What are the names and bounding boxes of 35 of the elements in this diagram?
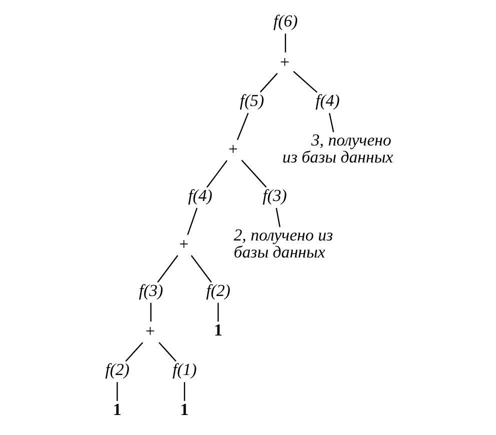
node-text: + bbox=[280, 52, 290, 72]
node-text: f(5) bbox=[239, 90, 264, 110]
node-text: + bbox=[228, 140, 238, 159]
connector bbox=[206, 160, 227, 188]
node-text: f(4) bbox=[314, 90, 340, 110]
connector bbox=[328, 112, 334, 132]
connector bbox=[124, 342, 143, 362]
connector bbox=[190, 255, 212, 283]
node-text: + bbox=[178, 234, 188, 254]
connector bbox=[284, 34, 286, 52]
node-text: f(4) bbox=[188, 186, 212, 205]
node-text: 1 bbox=[213, 320, 222, 340]
connector bbox=[236, 112, 248, 140]
node-text: + bbox=[144, 322, 154, 341]
node-text: f(3) bbox=[138, 280, 163, 300]
node-text: 1 bbox=[112, 400, 121, 419]
connector bbox=[292, 71, 317, 93]
node-text: f(2) bbox=[206, 280, 230, 300]
connector bbox=[158, 342, 176, 362]
node-text: f(6) bbox=[272, 12, 298, 31]
connector bbox=[259, 72, 278, 92]
node-text: 1 bbox=[180, 400, 188, 419]
node-text: f(2) bbox=[104, 360, 129, 380]
node-text: 2, получено из базы данных bbox=[233, 226, 332, 262]
connector bbox=[156, 255, 178, 283]
connector bbox=[116, 382, 118, 401]
node-text: f(1) bbox=[172, 360, 196, 380]
connector bbox=[275, 208, 280, 228]
node-text: 3, получено из базы данных bbox=[282, 130, 393, 166]
node-text: f(3) bbox=[262, 186, 286, 205]
connector bbox=[183, 382, 185, 401]
connector bbox=[150, 302, 151, 322]
connector bbox=[186, 208, 198, 236]
connector bbox=[217, 302, 218, 322]
connector bbox=[240, 160, 266, 188]
